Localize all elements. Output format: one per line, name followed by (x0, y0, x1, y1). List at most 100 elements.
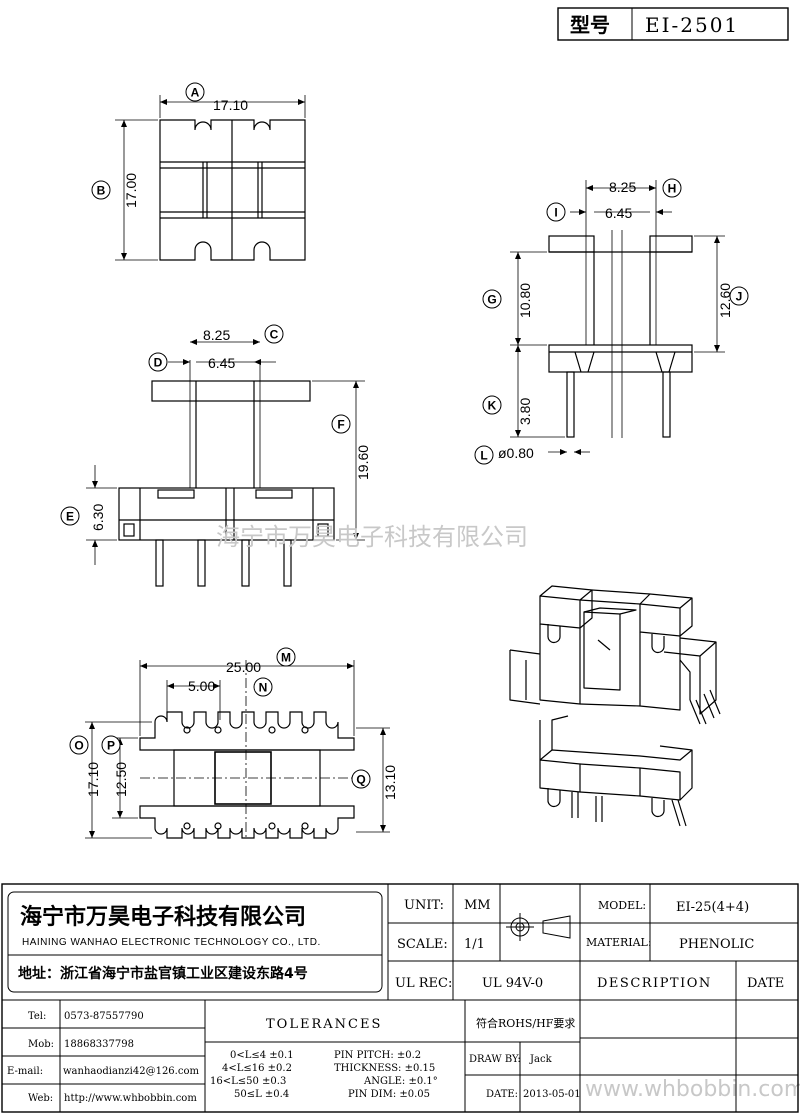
callout-j: J (736, 290, 743, 304)
company-address: 地址：浙江省海宁市盐官镇工业区建设东路4号 (18, 965, 308, 982)
material-value: PHENOLIC (679, 937, 754, 952)
dim-O: 17.10 (85, 762, 101, 797)
draw-by-label: DRAW BY: (469, 1054, 521, 1065)
callout-q-circle (351, 769, 371, 789)
callout-e-circle (60, 506, 80, 526)
unit-value: MM (464, 898, 491, 913)
dim-J: 12.60 (717, 283, 733, 318)
contact-web-label: Web: (28, 1093, 53, 1104)
tolerance-range-1: 0<L≤4 ±0.1 (230, 1050, 294, 1061)
date-label: DATE: (486, 1089, 518, 1100)
top-view (115, 95, 306, 261)
contact-email-value: wanhaodianzi42@126.com (63, 1066, 199, 1077)
callout-l: L (480, 449, 487, 463)
side-view (510, 180, 725, 455)
callout-j-circle (729, 286, 749, 306)
title-block (1, 883, 799, 1113)
dim-L: ø0.80 (498, 445, 534, 461)
callout-c-circle (264, 324, 284, 344)
callout-l-circle (474, 445, 494, 465)
tolerance-spec-4: PIN DIM: ±0.05 (348, 1089, 430, 1100)
callout-p-circle (101, 735, 121, 755)
callout-n-circle (253, 677, 273, 697)
date-value: 2013-05-01 (523, 1089, 581, 1100)
dim-Q: 13.10 (382, 765, 398, 800)
callout-h: H (668, 182, 677, 196)
callout-g: G (487, 293, 496, 307)
dim-M: 25.00 (226, 659, 261, 675)
callout-f: F (337, 418, 344, 432)
dim-F: 19.60 (355, 445, 371, 480)
front-view (86, 339, 365, 587)
callout-n: N (259, 681, 268, 695)
callout-o: O (74, 739, 83, 753)
callout-p: P (107, 739, 115, 753)
tolerance-spec-2: THICKNESS: ±0.15 (334, 1063, 435, 1074)
contact-email-label: E-mail: (7, 1066, 43, 1077)
scale-value: 1/1 (464, 937, 485, 952)
callout-h-circle (662, 178, 682, 198)
model-box: 型号 EI-2501 (557, 7, 789, 41)
callout-b: B (97, 184, 106, 198)
dim-I: 6.45 (605, 205, 632, 221)
tolerance-range-4: 50≤L ±0.4 (234, 1089, 289, 1100)
callout-i: I (554, 206, 557, 220)
ulrec-value: UL 94V-0 (482, 976, 543, 991)
rohs-note: 符合ROHS/HF要求 (476, 1016, 575, 1030)
unit-label: UNIT: (404, 898, 444, 913)
callout-g-circle (482, 289, 502, 309)
draw-by-value: Jack (529, 1054, 553, 1065)
material-label: MATERIAL: (586, 936, 652, 949)
dim-G: 10.80 (517, 283, 533, 318)
callout-a-circle (185, 82, 205, 102)
model-value: EI-25(4+4) (676, 900, 749, 915)
callout-i-circle (546, 202, 566, 222)
callout-c: C (270, 328, 279, 342)
dim-E: 6.30 (90, 504, 106, 531)
callout-k-circle (482, 395, 502, 415)
contact-mob-label: Mob: (28, 1039, 54, 1050)
contact-mob-value: 18868337798 (64, 1039, 134, 1050)
tolerances-title: TOLERANCES (266, 1017, 382, 1032)
scale-label: SCALE: (397, 937, 448, 952)
dim-B: 17.00 (123, 173, 139, 208)
ulrec-label: UL REC: (395, 976, 452, 991)
dim-P: 12.50 (113, 762, 129, 797)
callout-k: K (488, 399, 497, 413)
callout-o-circle (69, 735, 89, 755)
callout-a: A (191, 86, 200, 100)
tolerance-range-3: 16<L≤50 ±0.3 (210, 1076, 286, 1087)
callout-d-circle (148, 352, 168, 372)
model-label: MODEL: (598, 899, 646, 912)
tolerance-spec-1: PIN PITCH: ±0.2 (334, 1050, 421, 1061)
callout-m-circle (276, 647, 296, 667)
watermark-url: www.whbobbin.com (585, 1077, 800, 1102)
model-box-value: EI-2501 (645, 13, 739, 37)
callout-m: M (281, 651, 291, 665)
isometric-view (509, 585, 721, 827)
tolerance-spec-3: ANGLE: ±0.1° (363, 1076, 438, 1087)
callout-b-circle (91, 180, 111, 200)
bottom-view (85, 660, 390, 840)
callout-e: E (66, 510, 74, 524)
callout-q: Q (356, 773, 365, 787)
contact-tel-label: Tel: (28, 1011, 46, 1022)
dim-H: 8.25 (609, 179, 636, 195)
watermark-text: 海宁市万昊电子科技有限公司 (216, 523, 528, 551)
dim-N: 5.00 (188, 678, 215, 694)
contact-tel-value: 0573-87557790 (64, 1011, 144, 1022)
contact-web-value: http://www.whbobbin.com (64, 1093, 197, 1104)
dim-K: 3.80 (517, 398, 533, 425)
company-name-en: HAINING WANHAO ELECTRONIC TECHNOLOGY CO.… (22, 937, 321, 948)
dim-A: 17.10 (213, 97, 248, 113)
dim-D: 6.45 (208, 355, 235, 371)
callout-bubbles: A B C D E F G H I J K L M N O P Q (60, 82, 749, 789)
description-label: DESCRIPTION (597, 976, 712, 991)
dim-C: 8.25 (203, 327, 230, 343)
company-name-cn: 海宁市万昊电子科技有限公司 (20, 904, 306, 930)
tolerance-range-2: 4<L≤16 ±0.2 (222, 1063, 292, 1074)
model-box-label: 型号 (570, 13, 610, 37)
callout-d: D (154, 356, 163, 370)
callout-f-circle (331, 414, 351, 434)
